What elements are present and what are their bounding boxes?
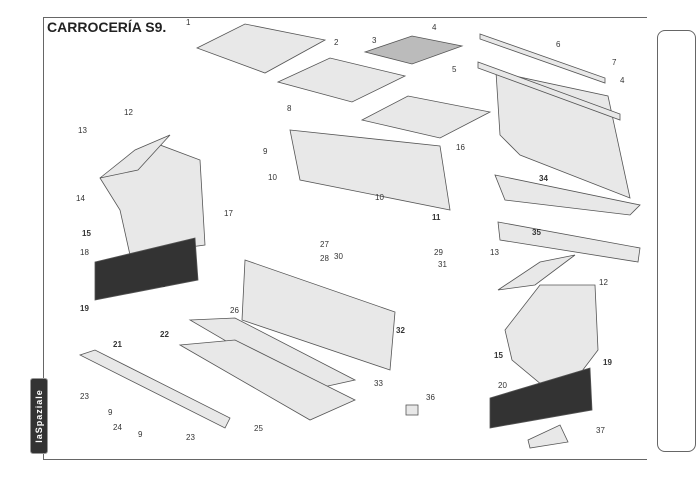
part-front-trim-21 [78,349,231,429]
part-front-panel-11 [289,129,451,211]
label-29: 29 [434,248,443,257]
label-15b: 15 [494,351,503,360]
label-1: 1 [186,18,191,27]
label-32: 32 [396,326,405,335]
label-22: 22 [160,330,169,339]
label-18: 18 [80,248,89,257]
label-34: 34 [539,174,548,183]
label-17: 17 [224,209,233,218]
part-grid-3 [363,35,464,65]
part-top-grid-16 [360,95,492,139]
part-foot-36 [405,404,419,416]
label-2: 2 [334,38,339,47]
part-side-cover-right-13 [497,254,576,291]
part-rail-5 [477,61,621,121]
part-trim-34 [494,174,641,216]
part-drip-box-right-19 [489,367,593,429]
label-30: 30 [334,252,343,261]
label-20: 20 [157,280,166,289]
label-31: 31 [438,260,447,269]
brand-logo: laSpaziale [30,378,48,454]
label-14: 14 [76,194,85,203]
label-21: 21 [113,340,122,349]
label-11: 11 [432,213,441,222]
label-10b: 10 [375,193,384,202]
label-8: 8 [287,104,292,113]
label-19: 19 [80,304,89,313]
label-37: 37 [596,426,605,435]
label-12: 12 [124,108,133,117]
part-drip-box-19 [94,237,199,301]
label-6: 6 [556,40,561,49]
label-15: 15 [82,229,91,238]
label-26: 26 [230,306,239,315]
part-side-cover-13 [99,134,171,179]
label-33: 33 [374,379,383,388]
diagram-frame [43,17,647,460]
label-16: 16 [456,143,465,152]
part-rear-panel [495,71,631,199]
label-9: 9 [263,147,268,156]
part-top-grid-2 [276,57,407,103]
label-7: 7 [612,58,617,67]
diagram-title: CARROCERÍA S9. [47,19,167,35]
label-23: 23 [80,392,89,401]
label-36: 36 [426,393,435,402]
label-24: 24 [113,423,122,432]
part-side-panel-right [504,284,599,401]
label-20b: 20 [498,381,507,390]
part-tray-22 [178,339,356,421]
label-3: 3 [372,36,377,45]
label-19b: 19 [603,358,612,367]
part-side-panel-left [99,144,206,256]
label-9b: 9 [108,408,113,417]
side-tab [657,30,696,452]
label-13b: 13 [490,248,499,257]
part-rail-6 [479,33,606,84]
label-23b: 23 [186,433,195,442]
part-trim-35 [497,221,641,263]
label-12b: 12 [599,278,608,287]
label-4b: 4 [620,76,625,85]
part-foot-37 [527,424,569,449]
label-13: 13 [78,126,87,135]
label-9c: 9 [138,430,143,439]
label-28: 28 [320,254,329,263]
part-back-plate-32 [241,259,396,371]
part-top-grid-1 [195,23,327,74]
label-25: 25 [254,424,263,433]
label-4: 4 [432,23,437,32]
label-27: 27 [320,240,329,249]
label-10: 10 [268,173,277,182]
label-5: 5 [452,65,457,74]
label-35: 35 [532,228,541,237]
